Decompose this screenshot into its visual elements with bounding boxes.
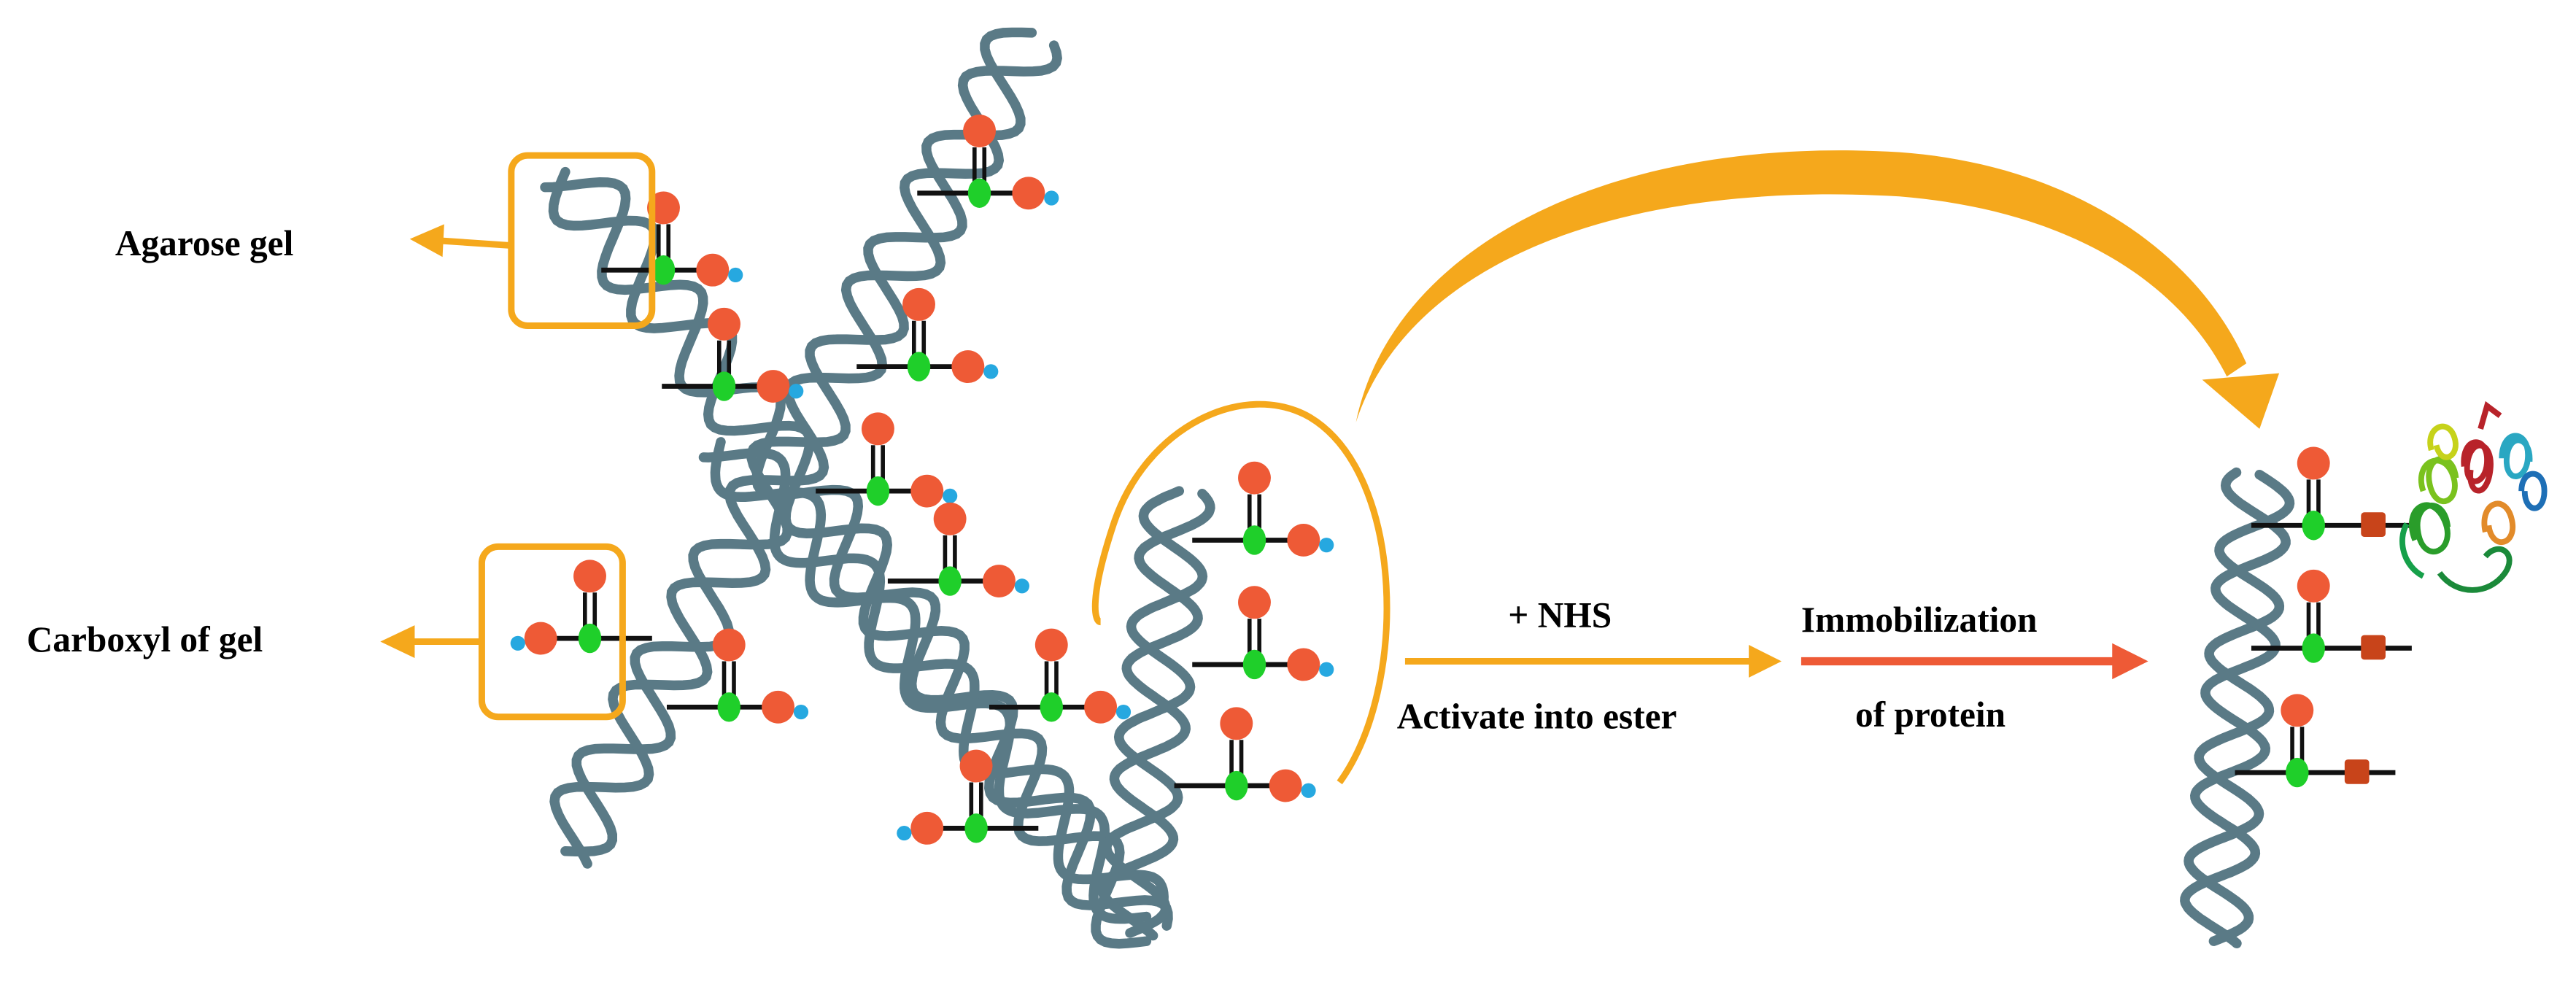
- nhs-label: + NHS: [1508, 595, 1612, 635]
- agarose-highlight-box: [508, 152, 656, 329]
- of-protein-label: of protein: [1855, 694, 2006, 735]
- helix-up-a: [560, 27, 1037, 856]
- agarose-helix-strands: [540, 27, 2295, 949]
- agarose-gel-label: Agarose gel: [115, 223, 293, 263]
- helix-selected-b: [1096, 488, 1215, 941]
- protein-ribbon: [2399, 400, 2548, 593]
- helix-selected-a: [1102, 486, 1208, 938]
- curved-transfer-arrow: [1355, 150, 2280, 429]
- helix-product-b: [2180, 467, 2291, 949]
- carboxyl-highlight-box: [478, 543, 626, 721]
- helix-product-a: [2184, 469, 2295, 946]
- immobilization-label: Immobilization: [1801, 600, 2038, 640]
- helix-mid-down-b: [698, 448, 1169, 907]
- agarose-pointer-arrow: [409, 224, 512, 258]
- helix-up-b: [549, 40, 1062, 869]
- nhs-activation-arrow: [1404, 645, 1782, 678]
- carboxyl-label: Carboxyl of gel: [27, 619, 263, 659]
- helix-left-down-a: [548, 166, 1152, 949]
- selection-ellipse: [1091, 400, 1391, 785]
- carboxyl-pointer-arrow: [380, 625, 482, 658]
- helix-mid-down-a: [710, 437, 1152, 924]
- immobilization-arrow: [1801, 643, 2148, 680]
- activate-ester-label: Activate into ester: [1397, 696, 1677, 736]
